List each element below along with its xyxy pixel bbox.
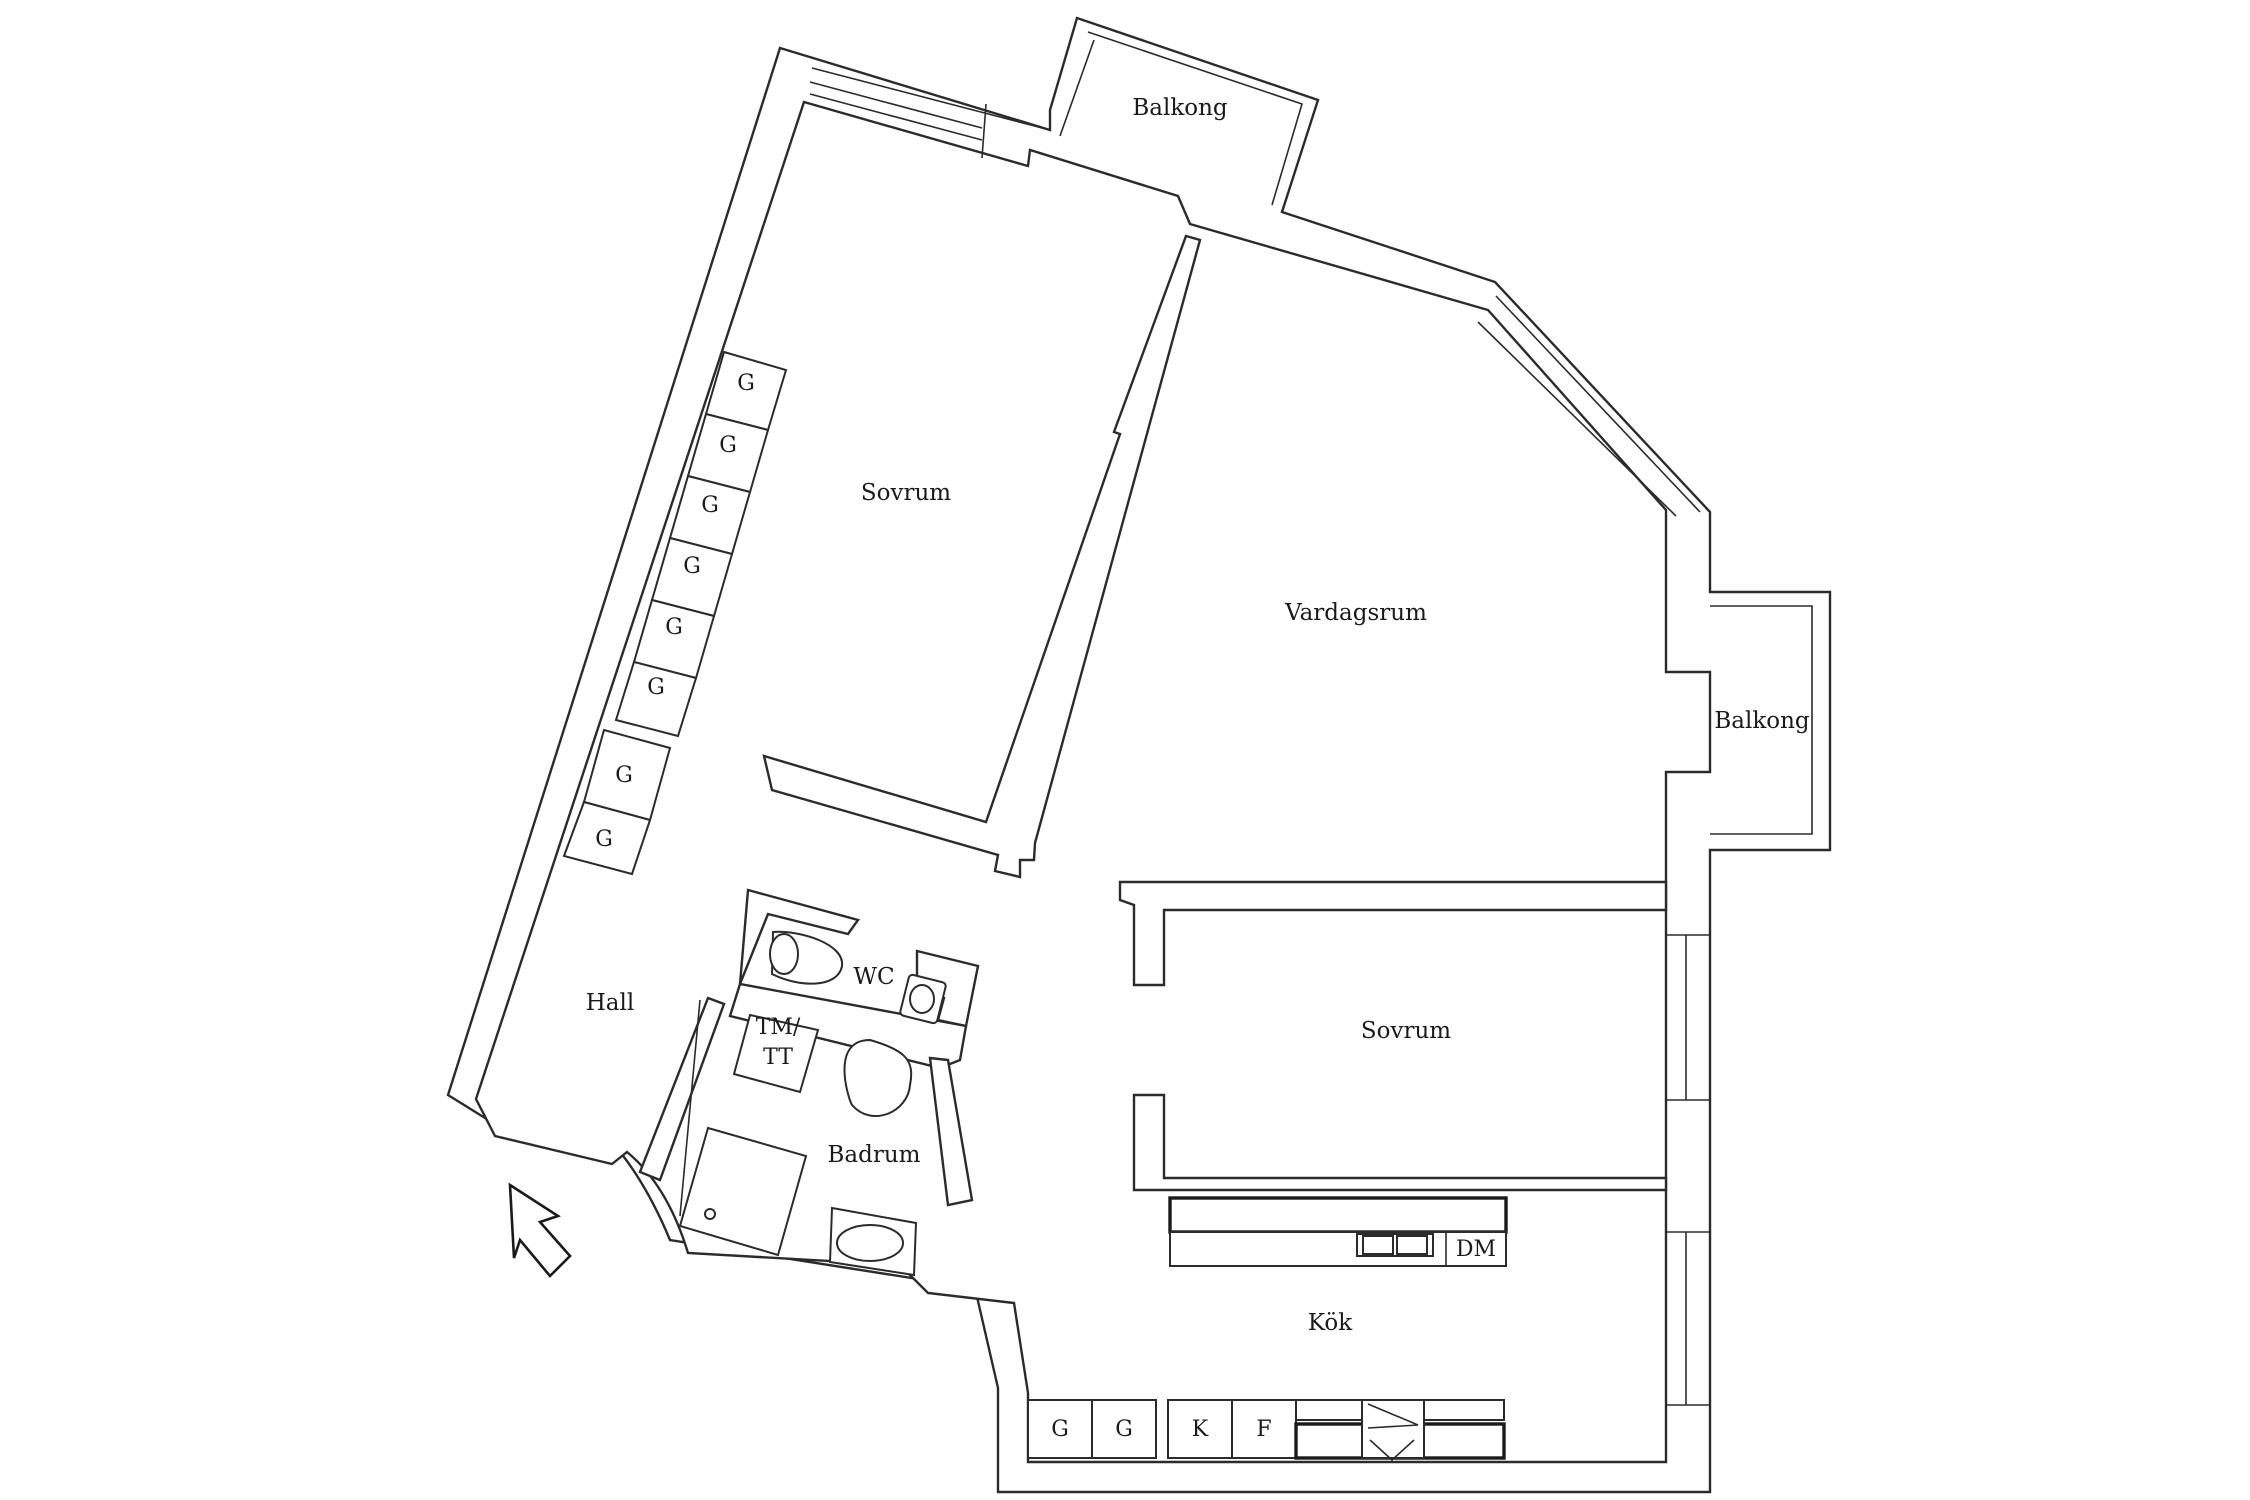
wardrobe-label: G [647, 675, 665, 700]
label-kok: Kök [1308, 1310, 1353, 1336]
stove-hood-icon [1361, 1399, 1425, 1459]
tm-tt-label-line2: TT [763, 1045, 793, 1070]
window-diagonal [1477, 295, 1701, 517]
label-badrum: Badrum [828, 1142, 921, 1168]
wardrobe-label: G [665, 615, 683, 640]
toilet-tank-icon [769, 933, 799, 975]
wardrobe-label: G [683, 554, 701, 579]
label-balkong-right: Balkong [1714, 708, 1810, 734]
wc-fixtures [769, 930, 947, 1025]
kitchen-unit-label: G [1051, 1417, 1069, 1442]
label-sovrum-right: Sovrum [1361, 1018, 1451, 1044]
label-balkong-top: Balkong [1132, 95, 1228, 121]
entrance-arrow-icon [508, 1182, 572, 1278]
kitchen-island [1168, 1196, 1508, 1234]
wardrobe-label: G [719, 433, 737, 458]
wardrobe-label: G [701, 493, 719, 518]
kitchen-units [1027, 1399, 1506, 1462]
outer-walls [446, 16, 1832, 1494]
tm-tt-label-line1: TM/ [756, 1015, 801, 1040]
wardrobe-label: G [615, 763, 633, 788]
dishwasher-label: DM [1456, 1237, 1496, 1262]
label-vardagsrum: Vardagsrum [1284, 600, 1427, 626]
wardrobe-label: G [737, 371, 755, 396]
window-top [809, 67, 1051, 159]
bath-toilet-icon [843, 1038, 913, 1117]
balkong-right [1710, 605, 1813, 835]
shower-icon [678, 1126, 808, 1257]
window-right [1666, 934, 1710, 1406]
kitchen-unit-label: K [1192, 1417, 1209, 1442]
interior-walls [762, 234, 1668, 1192]
wardrobe-labels: G G G G G G G G [595, 371, 755, 852]
wardrobe-column [562, 350, 788, 876]
bath-labels: TM/ TT [756, 1015, 801, 1070]
tm-tt-cabinet [732, 1013, 820, 1094]
wardrobe-label: G [595, 827, 613, 852]
balkong-top [1059, 31, 1303, 206]
label-sovrum-top: Sovrum [861, 480, 951, 506]
bath-fixtures [678, 1013, 918, 1277]
label-wc: WC [853, 964, 894, 990]
kitchen-unit-label: G [1115, 1417, 1133, 1442]
label-hall: Hall [586, 990, 634, 1016]
kitchen-labels: DM G G K F [1051, 1237, 1496, 1442]
badrum-room [638, 996, 974, 1217]
kitchen-unit-label: F [1256, 1417, 1271, 1442]
shower-head-icon [704, 1208, 716, 1220]
room-labels: Balkong Sovrum Vardagsrum Balkong Sovrum… [586, 95, 1810, 1336]
kitchen-counter [1168, 1196, 1508, 1267]
